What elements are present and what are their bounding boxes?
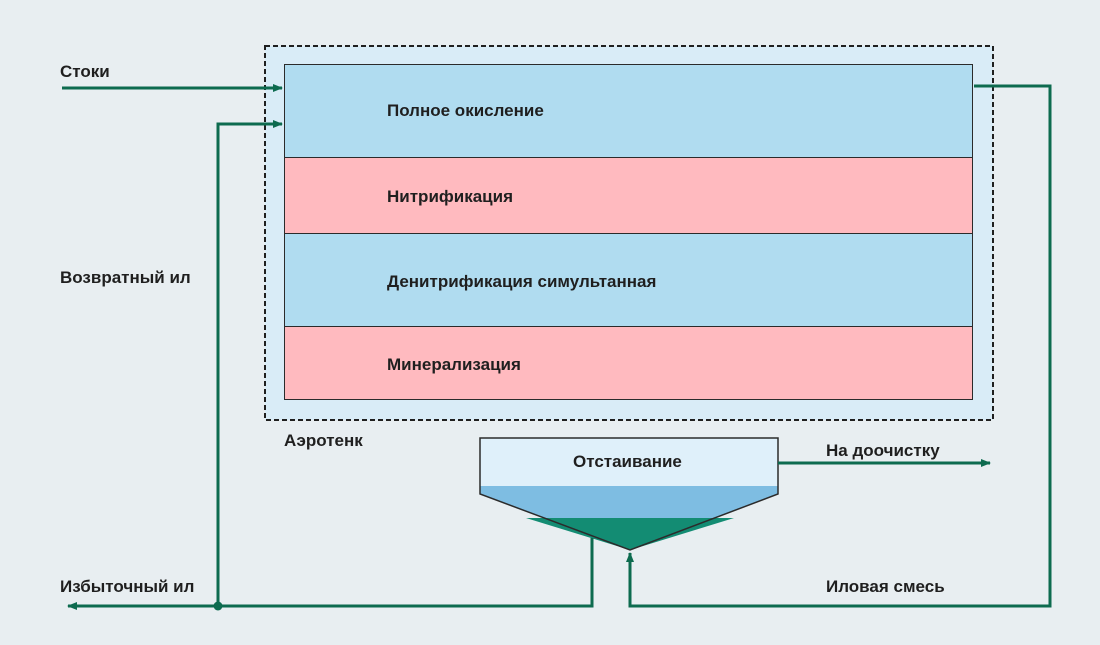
post-treatment-label: На доочистку (826, 441, 940, 460)
stage-denitrification: Денитрификация симультанная (284, 233, 973, 327)
stage-label: Минерализация (387, 355, 521, 374)
stage-nitrification: Нитрификация (284, 157, 973, 234)
settler-sludge (526, 518, 734, 550)
excess-sludge-line (67, 538, 594, 610)
stage-label: Денитрификация симультанная (387, 272, 657, 291)
settler-top (480, 438, 778, 486)
settler-outline (479, 437, 779, 551)
stage-label: Нитрификация (387, 187, 513, 206)
stoki-label: Стоки (60, 62, 110, 81)
mixed-liquor-label: Иловая смесь (826, 577, 945, 596)
settler-label: Отстаивание (573, 452, 682, 471)
aerotank-label: Аэротенк (284, 431, 363, 450)
stage-label: Полное окисление (387, 101, 544, 120)
stage-mineralization: Минерализация (284, 326, 973, 400)
stage-full-oxidation: Полное окисление (284, 64, 973, 158)
excess-sludge-label: Избыточный ил (60, 577, 195, 596)
return-sludge-line (216, 120, 283, 606)
settler-tank (479, 437, 779, 551)
junction-dot (213, 601, 223, 611)
flow-lines (62, 84, 1052, 610)
return-sludge-label: Возвратный ил (60, 268, 191, 287)
mixed-liquor-line (626, 84, 1052, 608)
